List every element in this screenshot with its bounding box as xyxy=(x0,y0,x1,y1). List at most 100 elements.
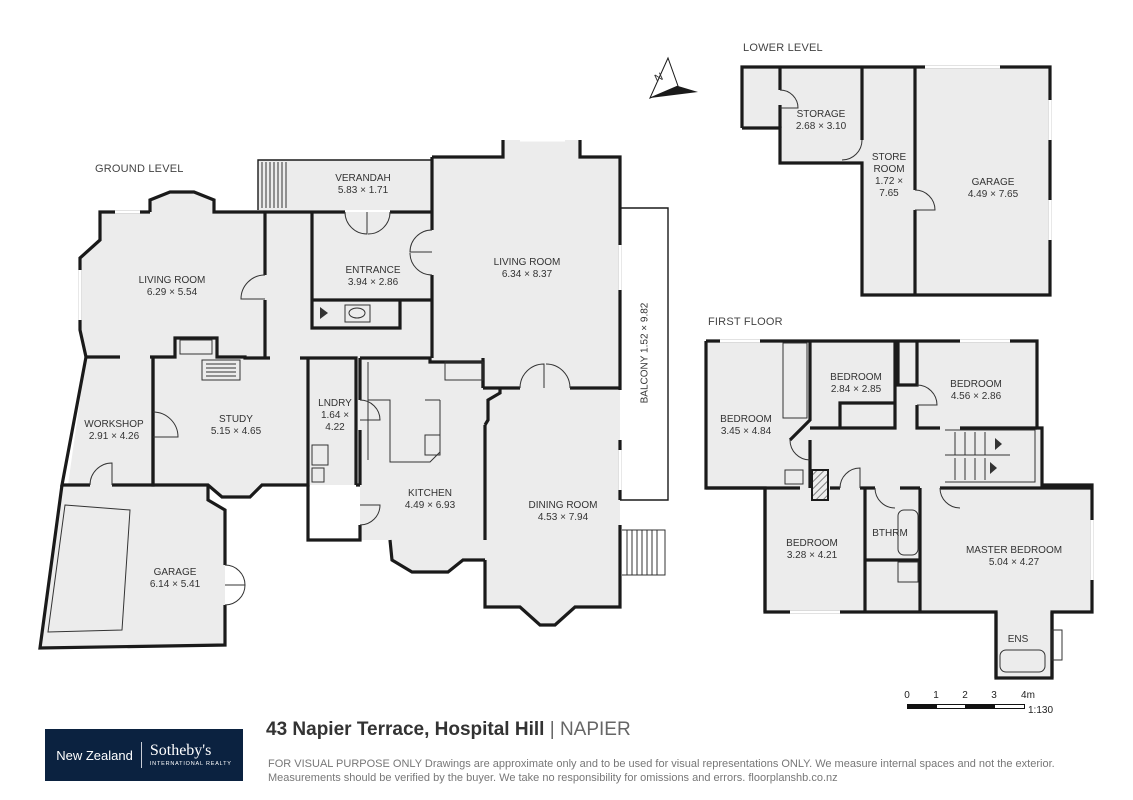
wall-verandah xyxy=(257,159,432,210)
brand-region: New Zealand xyxy=(56,747,133,763)
room-garage-lower: GARAGE 4.49 × 7.65 xyxy=(968,177,1018,201)
door-arc-kitchen xyxy=(359,399,381,526)
scale-ratio: 1:130 xyxy=(1028,705,1054,716)
first-floor-label: FIRST FLOOR xyxy=(708,316,783,328)
room-bedroom-3: BEDROOM 4.56 × 2.86 xyxy=(950,379,1002,403)
lower-level-label: LOWER LEVEL xyxy=(743,42,823,54)
room-balcony-name: BALCONY xyxy=(639,355,651,404)
room-bedroom-4-dim: 3.28 × 4.21 xyxy=(786,550,838,561)
verandah-steps xyxy=(261,162,287,208)
room-bathroom-name: BTHRM xyxy=(872,528,908,539)
room-storage-dim: 2.68 × 3.10 xyxy=(795,121,847,132)
door-arc-workshop xyxy=(89,462,113,486)
room-living-main-name: LIVING ROOM xyxy=(493,257,561,268)
room-entrance-name: ENTRANCE xyxy=(345,265,401,276)
room-living-left-name: LIVING ROOM xyxy=(138,275,206,286)
fireplace-study xyxy=(201,359,241,381)
fireplace-living xyxy=(179,339,213,355)
entrance-wc xyxy=(344,304,371,323)
room-store-room-dim2: 7.65 xyxy=(879,188,899,199)
door-arc-lower xyxy=(779,89,936,211)
room-study-dim: 5.15 × 4.65 xyxy=(210,426,262,437)
wall-kitchen xyxy=(358,356,487,574)
room-bedroom-3-dim: 4.56 × 2.86 xyxy=(950,391,1002,402)
wall-first-bed4 xyxy=(763,486,920,612)
room-bedroom-4-name: BEDROOM xyxy=(786,538,838,549)
room-bedroom-1-dim: 3.45 × 4.84 xyxy=(720,426,772,437)
lower-level-fill xyxy=(742,67,1050,295)
room-workshop-name: WORKSHOP xyxy=(84,419,144,430)
wall-bay-top xyxy=(148,190,265,214)
room-living-main: LIVING ROOM 6.34 × 8.37 xyxy=(494,257,561,281)
address-street: 43 Napier Terrace, Hospital Hill xyxy=(266,719,545,740)
wall-first-bed1 xyxy=(706,341,812,490)
room-verandah-name: VERANDAH xyxy=(335,173,391,184)
laundry-tub xyxy=(311,444,329,466)
kitchen-island xyxy=(424,434,441,456)
wall-study xyxy=(151,357,310,499)
wall-first-bath xyxy=(865,486,1092,612)
door-arc-dining xyxy=(519,363,571,389)
room-bedroom-3-name: BEDROOM xyxy=(950,379,1002,390)
wall-main-block xyxy=(432,140,622,627)
room-garage-ground-name: GARAGE xyxy=(153,567,197,578)
room-bedroom-1-name: BEDROOM xyxy=(720,414,772,425)
scale-tick-4: 4m xyxy=(1021,690,1035,701)
door-arc-first xyxy=(789,384,961,509)
room-verandah-dim: 5.83 × 1.71 xyxy=(337,185,389,196)
room-laundry-dim1: 1.64 × xyxy=(320,410,350,421)
bath-ens xyxy=(999,649,1046,673)
dining-steps xyxy=(622,529,666,576)
wall-balcony xyxy=(620,207,669,501)
wall-dining-bay xyxy=(483,388,502,426)
room-store-room: STORE ROOM 1.72 × 7.65 xyxy=(872,152,906,200)
shower-first xyxy=(897,561,919,583)
ground-level-label: GROUND LEVEL xyxy=(95,163,184,175)
room-bedroom-2-dim: 2.84 × 2.85 xyxy=(830,384,882,395)
garage-ground-outline xyxy=(47,504,131,633)
room-kitchen-dim: 4.49 × 6.93 xyxy=(404,500,456,511)
wall-garage-ground xyxy=(38,484,227,650)
room-bathroom: BTHRM xyxy=(872,528,908,540)
wall-first-bed3 xyxy=(896,341,1037,430)
stair-arrow-up xyxy=(995,438,1002,450)
address-separator: | xyxy=(549,719,555,740)
room-study-name: STUDY xyxy=(219,414,253,425)
wall-lower-outer xyxy=(740,65,1052,297)
room-balcony-dim: 1.52 × 9.82 xyxy=(639,302,651,353)
room-storage-name: STORAGE xyxy=(796,109,846,120)
address: 43 Napier Terrace, Hospital Hill | NAPIE… xyxy=(266,719,631,741)
room-garage-ground: GARAGE 6.14 × 5.41 xyxy=(150,567,200,591)
room-living-main-dim: 6.34 × 8.37 xyxy=(501,269,553,280)
compass-icon xyxy=(649,56,698,99)
verandah-fill xyxy=(258,160,432,210)
room-study: STUDY 5.15 × 4.65 xyxy=(211,414,261,438)
room-workshop-dim: 2.91 × 4.26 xyxy=(88,431,140,442)
room-storage: STORAGE 2.68 × 3.10 xyxy=(796,109,846,133)
room-balcony: BALCONY 1.52 × 9.82 xyxy=(640,303,651,404)
room-garage-lower-dim: 4.49 × 7.65 xyxy=(967,189,1019,200)
stair-arrow-down xyxy=(990,462,997,474)
closet-first xyxy=(782,342,808,419)
bath-first xyxy=(897,509,919,556)
room-store-room-name2: ROOM xyxy=(873,164,905,175)
door-arc-living-main xyxy=(409,229,433,276)
room-dining-name: DINING ROOM xyxy=(528,500,598,511)
entrance-arrow xyxy=(320,307,328,319)
ens-window xyxy=(1051,629,1063,661)
door-arc-study xyxy=(152,411,179,438)
room-living-left: LIVING ROOM 6.29 × 5.54 xyxy=(139,275,206,299)
room-garage-ground-dim: 6.14 × 5.41 xyxy=(149,579,201,590)
door-arc-living xyxy=(240,274,266,300)
room-store-room-name1: STORE xyxy=(871,152,907,163)
ground-floor-fill xyxy=(40,140,620,648)
room-dining-dim: 4.53 × 7.94 xyxy=(537,512,589,523)
room-bedroom-2-name: BEDROOM xyxy=(830,372,882,383)
wall-entrance-area xyxy=(265,210,432,330)
wall-living-left xyxy=(78,210,150,358)
scale-tick-0: 0 xyxy=(904,690,910,701)
chimney-first xyxy=(811,469,829,501)
room-master-name: MASTER BEDROOM xyxy=(965,545,1063,556)
brand-name: Sotheby's xyxy=(149,742,212,759)
room-master: MASTER BEDROOM 5.04 × 4.27 xyxy=(966,545,1062,569)
